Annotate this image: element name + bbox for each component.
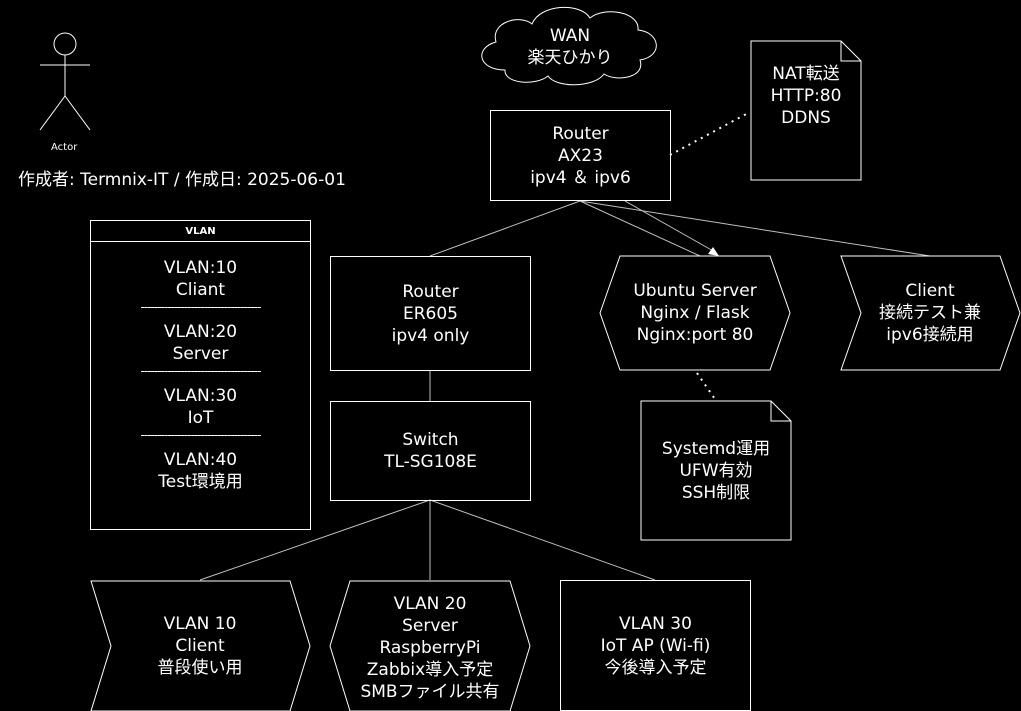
vlan-legend: VLAN VLAN:10 Cliant --------------------… xyxy=(90,220,311,530)
edge-ubuntu-servernote xyxy=(696,372,718,403)
edge-ax23-er605 xyxy=(429,200,581,257)
edge-switch-vlan30 xyxy=(429,499,656,581)
client-test-shape xyxy=(840,255,1021,371)
vlan-legend-separator: ------------------------------------ xyxy=(140,429,262,441)
vlan-legend-separator: ------------------------------------ xyxy=(140,301,262,313)
router-ax23[interactable]: Router AX23 ipv4 ＆ ipv6 xyxy=(490,110,671,201)
vlan20-shape xyxy=(329,580,531,711)
arrowhead xyxy=(708,247,719,256)
switch-tl-sg108e[interactable]: Switch TL-SG108E xyxy=(330,401,531,501)
edge-ax23-ubuntu xyxy=(579,200,701,257)
vlan10-client[interactable]: VLAN 10 Client 普段使い用 xyxy=(157,614,243,678)
edge-ax23-client xyxy=(579,200,931,257)
edge-ax23-natnote xyxy=(669,111,751,156)
author-line: 作成者: Termnix-IT / 作成日: 2025-06-01 xyxy=(18,170,346,190)
nat-note: NAT転送 HTTP:80 DDNS xyxy=(770,64,842,128)
actor-label: Actor xyxy=(51,142,78,153)
router-er605[interactable]: Router ER605 ipv4 only xyxy=(330,256,531,371)
vlan-legend-separator: ------------------------------------ xyxy=(140,365,262,377)
nat-note-shape xyxy=(750,40,862,181)
vlan-legend-entry: VLAN:10 Cliant xyxy=(163,258,238,300)
vlan-legend-entry: VLAN:40 Test環境用 xyxy=(158,450,243,492)
edge-switch-vlan10 xyxy=(199,499,431,581)
ubuntu-server[interactable]: Ubuntu Server Nginx / Flask Nginx:port 8… xyxy=(633,281,757,345)
ubuntu-server-shape xyxy=(599,255,791,371)
vlan10-shape xyxy=(90,580,311,711)
vlan-legend-entry: VLAN:20 Server xyxy=(163,322,238,364)
vlan30-iot[interactable]: VLAN 30 IoT AP (Wi-fi) 今後導入予定 xyxy=(560,580,751,711)
vlan20-server[interactable]: VLAN 20 Server RaspberryPi Zabbix導入予定 SM… xyxy=(360,593,500,702)
vlan-legend-title: VLAN xyxy=(91,221,310,242)
wan-label: WAN 楽天ひかり xyxy=(527,26,613,68)
client-test[interactable]: Client 接続テスト兼 ipv6接続用 xyxy=(879,281,981,345)
edge-ax23-ubuntu-arrow xyxy=(624,200,716,253)
vlan-legend-entry: VLAN:30 IoT xyxy=(163,386,238,428)
server-note: Systemd運用 UFW有効 SSH制限 xyxy=(661,439,771,503)
actor-icon xyxy=(39,32,91,131)
wan-cloud-shape xyxy=(481,6,657,86)
server-note-shape xyxy=(640,400,792,541)
